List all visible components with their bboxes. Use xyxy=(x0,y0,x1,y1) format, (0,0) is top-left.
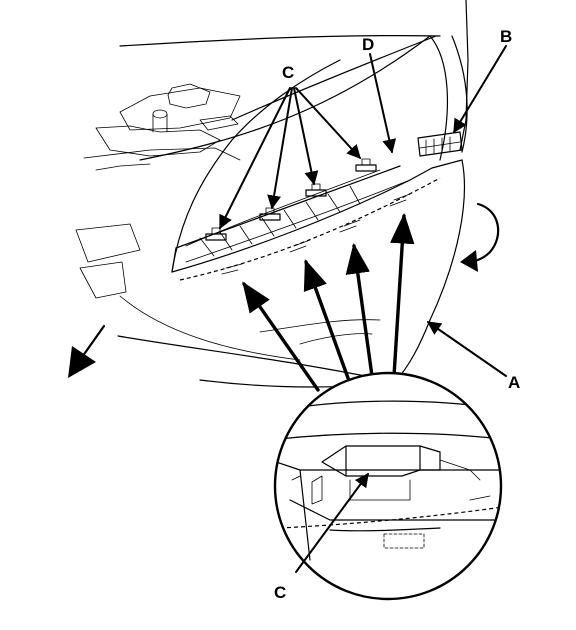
pull-out-arrow-icon xyxy=(68,324,106,378)
bumper-fascia xyxy=(117,159,465,388)
d-callout-line xyxy=(369,53,397,154)
clip-3 xyxy=(305,189,327,197)
detail-magnifier xyxy=(273,371,503,601)
c-callout-lines xyxy=(219,87,361,230)
label-d: D xyxy=(362,35,374,54)
clip-4 xyxy=(355,164,377,172)
b-callout-line xyxy=(453,45,507,134)
detail-arrows xyxy=(242,212,415,392)
engine-bay-sketch xyxy=(75,35,441,361)
label-c-top: C xyxy=(282,63,294,82)
clip-2 xyxy=(259,213,281,221)
lower-clips xyxy=(221,193,411,275)
a-callout-line xyxy=(426,321,507,377)
label-b: B xyxy=(500,27,512,46)
label-a: A xyxy=(508,373,520,392)
fender-outline xyxy=(429,0,469,161)
clip-1 xyxy=(205,233,227,241)
bracket-b xyxy=(417,131,463,157)
label-c-bottom: C xyxy=(274,583,286,602)
rotation-arrow-icon xyxy=(460,202,500,272)
